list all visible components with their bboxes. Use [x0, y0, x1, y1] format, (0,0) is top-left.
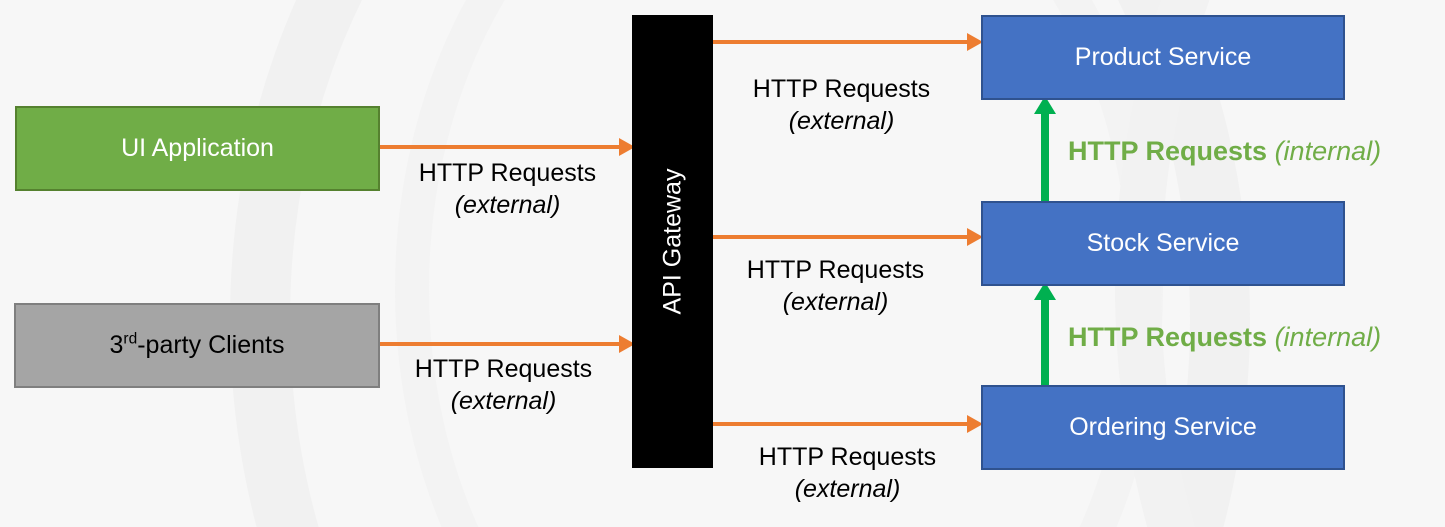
edge-label-line2: (external)	[782, 288, 889, 316]
edge-label-gateway-to-ordering: HTTP Requests (external)	[726, 441, 969, 505]
edge-label-line1: HTTP Requests	[414, 355, 593, 383]
node-stock-service[interactable]: Stock Service	[981, 201, 1345, 286]
clients-label-prefix: 3	[109, 331, 124, 359]
edge-label-gateway-to-product: HTTP Requests (external)	[720, 73, 963, 137]
clients-label-superscript: rd	[123, 330, 138, 348]
node-ui-application-label: UI Application	[121, 134, 274, 162]
edge-label-line2: (external)	[794, 475, 901, 503]
edge-label-line2: (external)	[788, 107, 895, 135]
edge-ordering-to-stock-internal	[1030, 280, 1060, 388]
edge-gateway-to-ordering	[713, 409, 983, 439]
edge-label-ui-to-gateway: HTTP Requests (external)	[385, 157, 630, 221]
node-ordering-service-label: Ordering Service	[1069, 413, 1257, 441]
edge-label-line2: (external)	[450, 387, 557, 415]
edge-gateway-to-product	[713, 27, 983, 57]
node-third-party-clients[interactable]: 3rd-party Clients	[14, 303, 380, 388]
edge-label-line1: HTTP Requests	[752, 75, 931, 103]
edge-label-ordering-to-stock-internal: HTTP Requests (internal)	[1068, 322, 1381, 353]
node-product-service[interactable]: Product Service	[981, 15, 1345, 100]
edge-gateway-to-stock	[713, 222, 983, 252]
internal-label-italic: (internal)	[1274, 136, 1382, 166]
node-api-gateway-label: API Gateway	[658, 168, 686, 315]
node-ui-application[interactable]: UI Application	[15, 106, 380, 191]
internal-label-bold: HTTP Requests	[1068, 136, 1268, 166]
node-product-service-label: Product Service	[1074, 43, 1252, 71]
internal-label-bold: HTTP Requests	[1068, 322, 1268, 352]
edge-stock-to-product-internal	[1030, 94, 1060, 204]
clients-label-suffix: -party Clients	[137, 331, 285, 359]
edge-label-line2: (external)	[454, 191, 561, 219]
edge-label-line1: HTTP Requests	[746, 256, 925, 284]
edge-label-line1: HTTP Requests	[418, 159, 597, 187]
edge-label-line1: HTTP Requests	[758, 443, 937, 471]
node-third-party-clients-label: 3rd-party Clients	[110, 331, 285, 360]
edge-label-gateway-to-stock: HTTP Requests (external)	[714, 254, 957, 318]
edge-label-stock-to-product-internal: HTTP Requests (internal)	[1068, 136, 1381, 167]
node-api-gateway[interactable]: API Gateway	[632, 15, 713, 468]
internal-label-italic: (internal)	[1274, 322, 1382, 352]
edge-label-clients-to-gateway: HTTP Requests (external)	[381, 353, 626, 417]
node-stock-service-label: Stock Service	[1086, 229, 1240, 257]
node-ordering-service[interactable]: Ordering Service	[981, 385, 1345, 470]
